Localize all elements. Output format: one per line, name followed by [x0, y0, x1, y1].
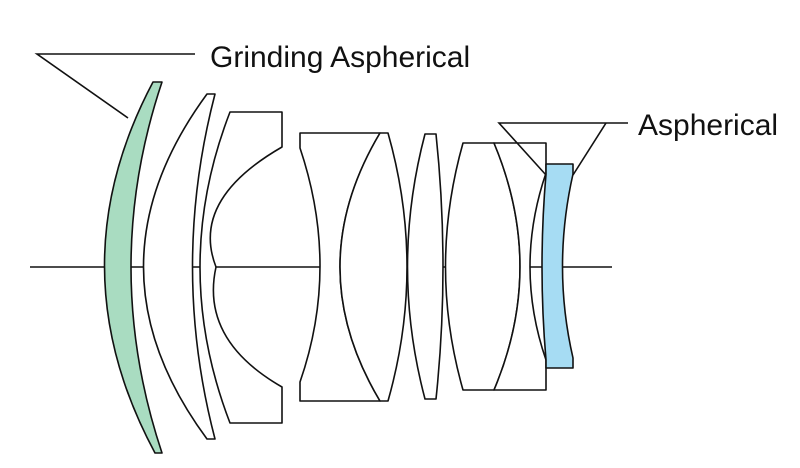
lens-element-1-grinding-aspherical: [103, 81, 163, 454]
aspherical-label: Aspherical: [638, 109, 778, 142]
lens-element-6b: [493, 142, 547, 391]
grinding-aspherical-label: Grinding Aspherical: [210, 41, 470, 74]
aspherical-leader-line: [497, 122, 628, 176]
lens-element-2: [142, 93, 216, 440]
lens-element-7-aspherical: [541, 163, 574, 369]
lens-element-5: [406, 133, 444, 400]
lens-element-3: [199, 111, 283, 424]
grinding-aspherical-leader-line: [34, 53, 195, 119]
aspherical-leader-line-2: [572, 122, 607, 176]
lens-element-4b: [339, 132, 408, 402]
